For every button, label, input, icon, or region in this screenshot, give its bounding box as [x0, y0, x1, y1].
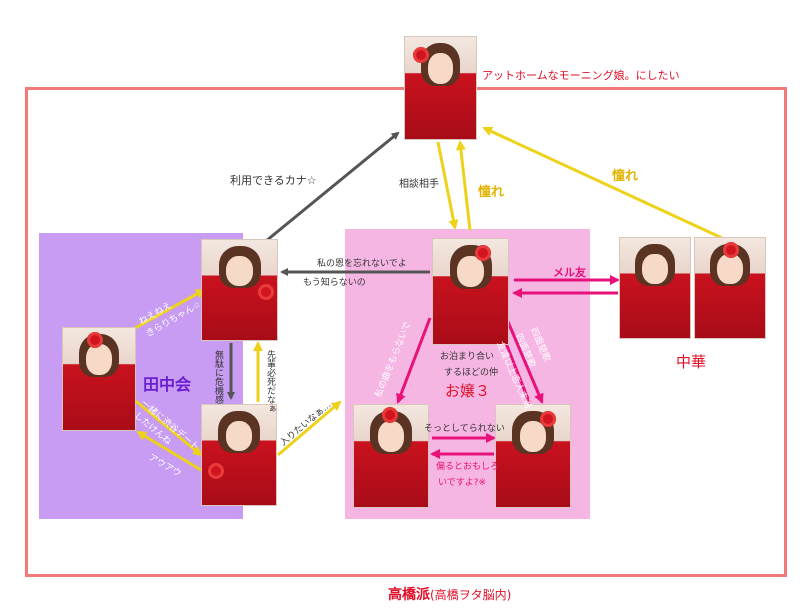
- takahashi-faction-title: 高橋派(高橋ヲタ脳内): [388, 584, 511, 604]
- funny-label-2: いですよ?※: [438, 478, 487, 488]
- member-photo-tanaka-bottom: [201, 404, 277, 506]
- arrow-admire-center: [455, 140, 472, 231]
- silent-label: 無駄に危機感: [213, 350, 223, 404]
- arrow-admire-chuka: [482, 126, 723, 240]
- takahashi-sub: (高橋ヲタ脳内): [430, 588, 512, 602]
- admire-chuka-label: 憧れ: [612, 169, 639, 184]
- arrow-kenrei-down: [504, 316, 544, 404]
- member-photo-tanaka-top: [201, 239, 278, 341]
- senpai-label: 先輩必死だなぁ: [265, 350, 275, 413]
- top-goal-label: アットホームなモーニング娘。にしたい: [482, 69, 680, 82]
- sleepover-label-1: お泊まり合い: [440, 352, 495, 362]
- arrow-auau: [136, 430, 202, 472]
- consult-label: 相談相手: [399, 179, 439, 190]
- sleepover-label-2: するほどの仲: [444, 368, 499, 378]
- tanakakai-label: 田中会: [143, 375, 192, 394]
- arrow-tell-me: [396, 317, 432, 404]
- member-photo-chuka-right: [694, 237, 766, 339]
- member-photo-ojou-left: [353, 404, 429, 508]
- arrow-use-kana: [265, 131, 400, 243]
- member-photo-ojou-right: [495, 404, 571, 508]
- mail-friend-label: メル友: [553, 266, 586, 279]
- dont-forget-label-2: もう知らないの: [303, 278, 366, 288]
- ojou3-label: お嬢３: [445, 382, 491, 400]
- dont-forget-label-1: 私の恩を忘れないでよ: [317, 259, 407, 269]
- use-kana-label: 利用できるカナ☆: [230, 174, 317, 187]
- admire-center-label: 憧れ: [478, 185, 505, 200]
- arrow-nee: [125, 288, 206, 335]
- chuka-label: 中華: [676, 353, 707, 371]
- arrow-together: [125, 391, 203, 457]
- member-photo-chuka-left: [619, 237, 691, 339]
- member-photo-tanaka-left: [62, 327, 136, 431]
- member-photo-ojou-center: [432, 238, 509, 345]
- arrow-want-in: [277, 400, 342, 457]
- member-photo-top: [404, 36, 477, 140]
- leave-alone-label: そっとしてられない: [424, 424, 505, 434]
- takahashi-main: 高橋派: [388, 587, 430, 603]
- arrow-consult: [436, 141, 459, 230]
- funny-label-1: 偏るとおもしろ: [436, 462, 500, 472]
